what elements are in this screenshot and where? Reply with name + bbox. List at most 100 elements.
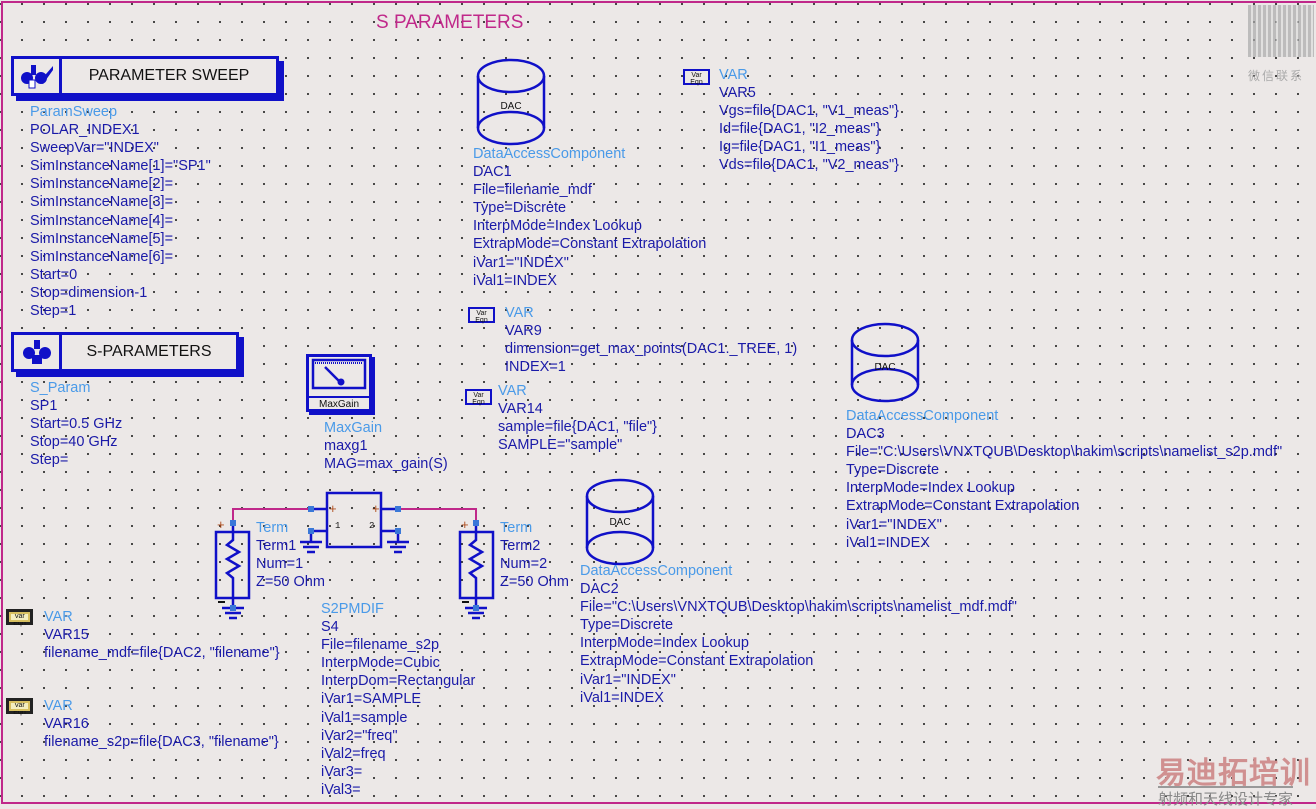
property-line[interactable]: DAC3 [846,426,885,443]
property-line[interactable]: InterpMode=Index Lookup [846,480,1015,497]
property-line[interactable]: ExtrapMode=Constant Extrapolation [846,498,1080,515]
property-line[interactable]: iVal1=sample [321,709,408,726]
property-line[interactable]: SimInstanceName[2]= [30,176,174,193]
property-line[interactable]: Num=2 [500,556,548,573]
property-line[interactable]: Type=Discrete [473,200,567,217]
property-line[interactable]: SimInstanceName[5]= [30,230,174,247]
property-line[interactable]: Type=Discrete [580,617,674,634]
property-line[interactable]: maxg1 [324,438,368,455]
property-line[interactable]: Vds=file{DAC1, "V2_meas"} [719,157,899,174]
property-line[interactable]: INDEX=1 [505,359,566,376]
property-line[interactable]: iVar3= [321,763,363,780]
property-line[interactable]: InterpDom=Rectangular [321,673,476,690]
component-class-label[interactable]: VAR [44,609,73,625]
s2p-block[interactable] [325,491,383,549]
property-line[interactable]: Z=50 Ohm [256,574,325,591]
dac1-icon[interactable]: DAC [476,58,548,150]
property-line[interactable]: Step=1 [30,303,77,320]
s-params-component[interactable]: S-PARAMETERS [11,332,239,372]
property-line[interactable]: POLAR_INDEX1 [30,122,140,139]
property-line[interactable]: SAMPLE="sample" [498,437,623,454]
property-line[interactable]: iVal1=INDEX [580,689,664,706]
property-line[interactable]: InterpMode=Index Lookup [580,635,749,652]
property-line[interactable]: SweepVar="INDEX" [30,140,159,157]
property-line[interactable]: VAR16 [44,716,89,733]
property-line[interactable]: DAC2 [580,581,619,598]
property-line[interactable]: VAR15 [44,627,89,644]
property-line[interactable]: iVal1=INDEX [473,272,557,289]
property-line[interactable]: Stop=40 GHz [30,434,118,451]
component-class-label[interactable]: S2PMDIF [321,601,384,617]
property-line[interactable]: filename_s2p=file{DAC3, "filename"} [44,734,279,751]
property-line[interactable]: Ig=file{DAC1, "I1_meas"} [719,139,881,156]
component-class-label[interactable]: VAR [44,698,73,714]
property-line[interactable]: iVar2="freq" [321,727,398,744]
component-class-label[interactable]: VAR [505,305,534,321]
property-line[interactable]: Id=file{DAC1, "I2_meas"} [719,121,881,138]
property-line[interactable]: Stop=dimension-1 [30,284,148,301]
component-class-label[interactable]: ParamSweep [30,104,118,120]
property-line[interactable]: DAC1 [473,164,512,181]
component-class-label[interactable]: DataAccessComponent [846,408,999,424]
component-class-label[interactable]: DataAccessComponent [580,563,733,579]
property-line[interactable]: SimInstanceName[1]="SP1" [30,158,211,175]
property-line[interactable]: ExtrapMode=Constant Extrapolation [473,236,707,253]
property-line[interactable]: filename_mdf=file{DAC2, "filename"} [44,645,280,662]
property-line[interactable]: Term2 [500,538,541,555]
dac2-icon[interactable]: DAC [585,478,657,570]
property-line[interactable]: MAG=max_gain(S) [324,456,448,473]
property-line[interactable]: VAR5 [719,85,756,102]
property-line[interactable]: Z=50 Ohm [500,574,569,591]
property-line[interactable]: InterpMode=Cubic [321,655,440,672]
property-line[interactable]: InterpMode=Index Lookup [473,218,642,235]
property-line[interactable]: iVar1="INDEX" [580,671,676,688]
component-class-label[interactable]: S_Param [30,380,91,396]
property-line[interactable]: iVal3= [321,781,361,798]
property-line[interactable]: Term1 [256,538,297,555]
wire[interactable] [232,508,477,523]
property-line[interactable]: S4 [321,619,339,636]
maxgain-component[interactable]: MaxGain [306,354,372,412]
component-class-label[interactable]: VAR [719,67,748,83]
component-class-label[interactable]: Term [256,520,289,536]
property-line[interactable]: iVar1="INDEX" [473,254,569,271]
property-line[interactable]: SimInstanceName[3]= [30,194,174,211]
component-class-label[interactable]: Term [500,520,533,536]
property-line[interactable]: File=filename_s2p [321,637,440,654]
component-class-label[interactable]: MaxGain [324,420,383,436]
property-line[interactable]: VAR14 [498,401,543,418]
property-line[interactable]: SimInstanceName[6]= [30,248,174,265]
component-class-label[interactable]: DataAccessComponent [473,146,626,162]
property-line[interactable]: Vgs=file{DAC1, "V1_meas"} [719,103,899,120]
property-line[interactable]: Num=1 [256,556,304,573]
property-line[interactable]: Type=Discrete [846,462,940,479]
component-class-label[interactable]: VAR [498,383,527,399]
property-line[interactable]: iVar1="INDEX" [846,516,942,533]
property-line[interactable]: File="C:\Users\VNXTQUB\Desktop\hakim\scr… [846,444,1283,461]
property-line[interactable]: iVar1=SAMPLE [321,691,422,708]
property-line[interactable]: File=filename_mdf [473,182,592,199]
property-line[interactable]: iVal1=INDEX [846,534,930,551]
property-line[interactable]: ExtrapMode=Constant Extrapolation [580,653,814,670]
property-line[interactable]: SP1 [30,398,58,415]
param-sweep-component[interactable]: PARAMETER SWEEP [11,56,279,96]
property-line[interactable]: File="C:\Users\VNXTQUB\Desktop\hakim\scr… [580,599,1017,616]
